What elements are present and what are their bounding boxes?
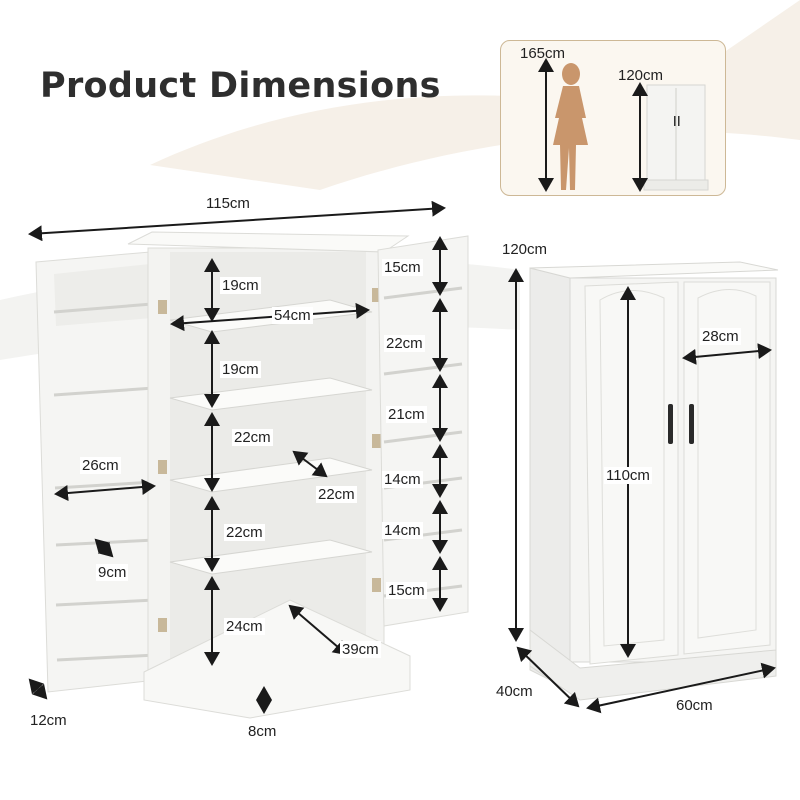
gap-label-2: 19cm — [220, 361, 261, 378]
inset-cabinet-height-label: 120cm — [618, 67, 664, 84]
closed-height-label: 120cm — [502, 241, 548, 258]
door-height-label: 110cm — [604, 467, 652, 484]
inner-width-label: 54cm — [272, 307, 313, 324]
door-gap-label-5: 14cm — [382, 522, 423, 539]
door-gap-label-2: 22cm — [384, 335, 425, 352]
door-gap-label-4: 14cm — [382, 471, 423, 488]
gap-label-3: 22cm — [232, 429, 273, 446]
depth-label: 40cm — [496, 683, 533, 700]
door-depth-label: 12cm — [30, 712, 67, 729]
gap-label-5: 24cm — [224, 618, 265, 635]
inset-cabinet — [643, 84, 709, 191]
door-width-label: 28cm — [700, 328, 741, 345]
shelf-depth-label: 22cm — [316, 486, 357, 503]
gap-label-1: 19cm — [220, 277, 261, 294]
door-gap-label-3: 21cm — [386, 406, 427, 423]
gap-label-4: 22cm — [224, 524, 265, 541]
bottom-depth-label: 39cm — [340, 641, 381, 658]
total-width-label: 115cm — [206, 195, 250, 212]
dimension-arrows — [28, 200, 776, 714]
width-label: 60cm — [676, 697, 713, 714]
toe-kick-label: 8cm — [248, 723, 277, 740]
door-shelf-width-label: 26cm — [80, 457, 121, 474]
person-silhouette — [553, 63, 588, 190]
door-gap-label-1: 15cm — [382, 259, 423, 276]
closed-cabinet — [529, 261, 779, 701]
page-title: Product Dimensions — [40, 66, 441, 106]
person-height-label: 165cm — [520, 45, 566, 62]
door-gap-label-6: 15cm — [386, 582, 427, 599]
door-rail-gap-label: 9cm — [96, 564, 129, 581]
